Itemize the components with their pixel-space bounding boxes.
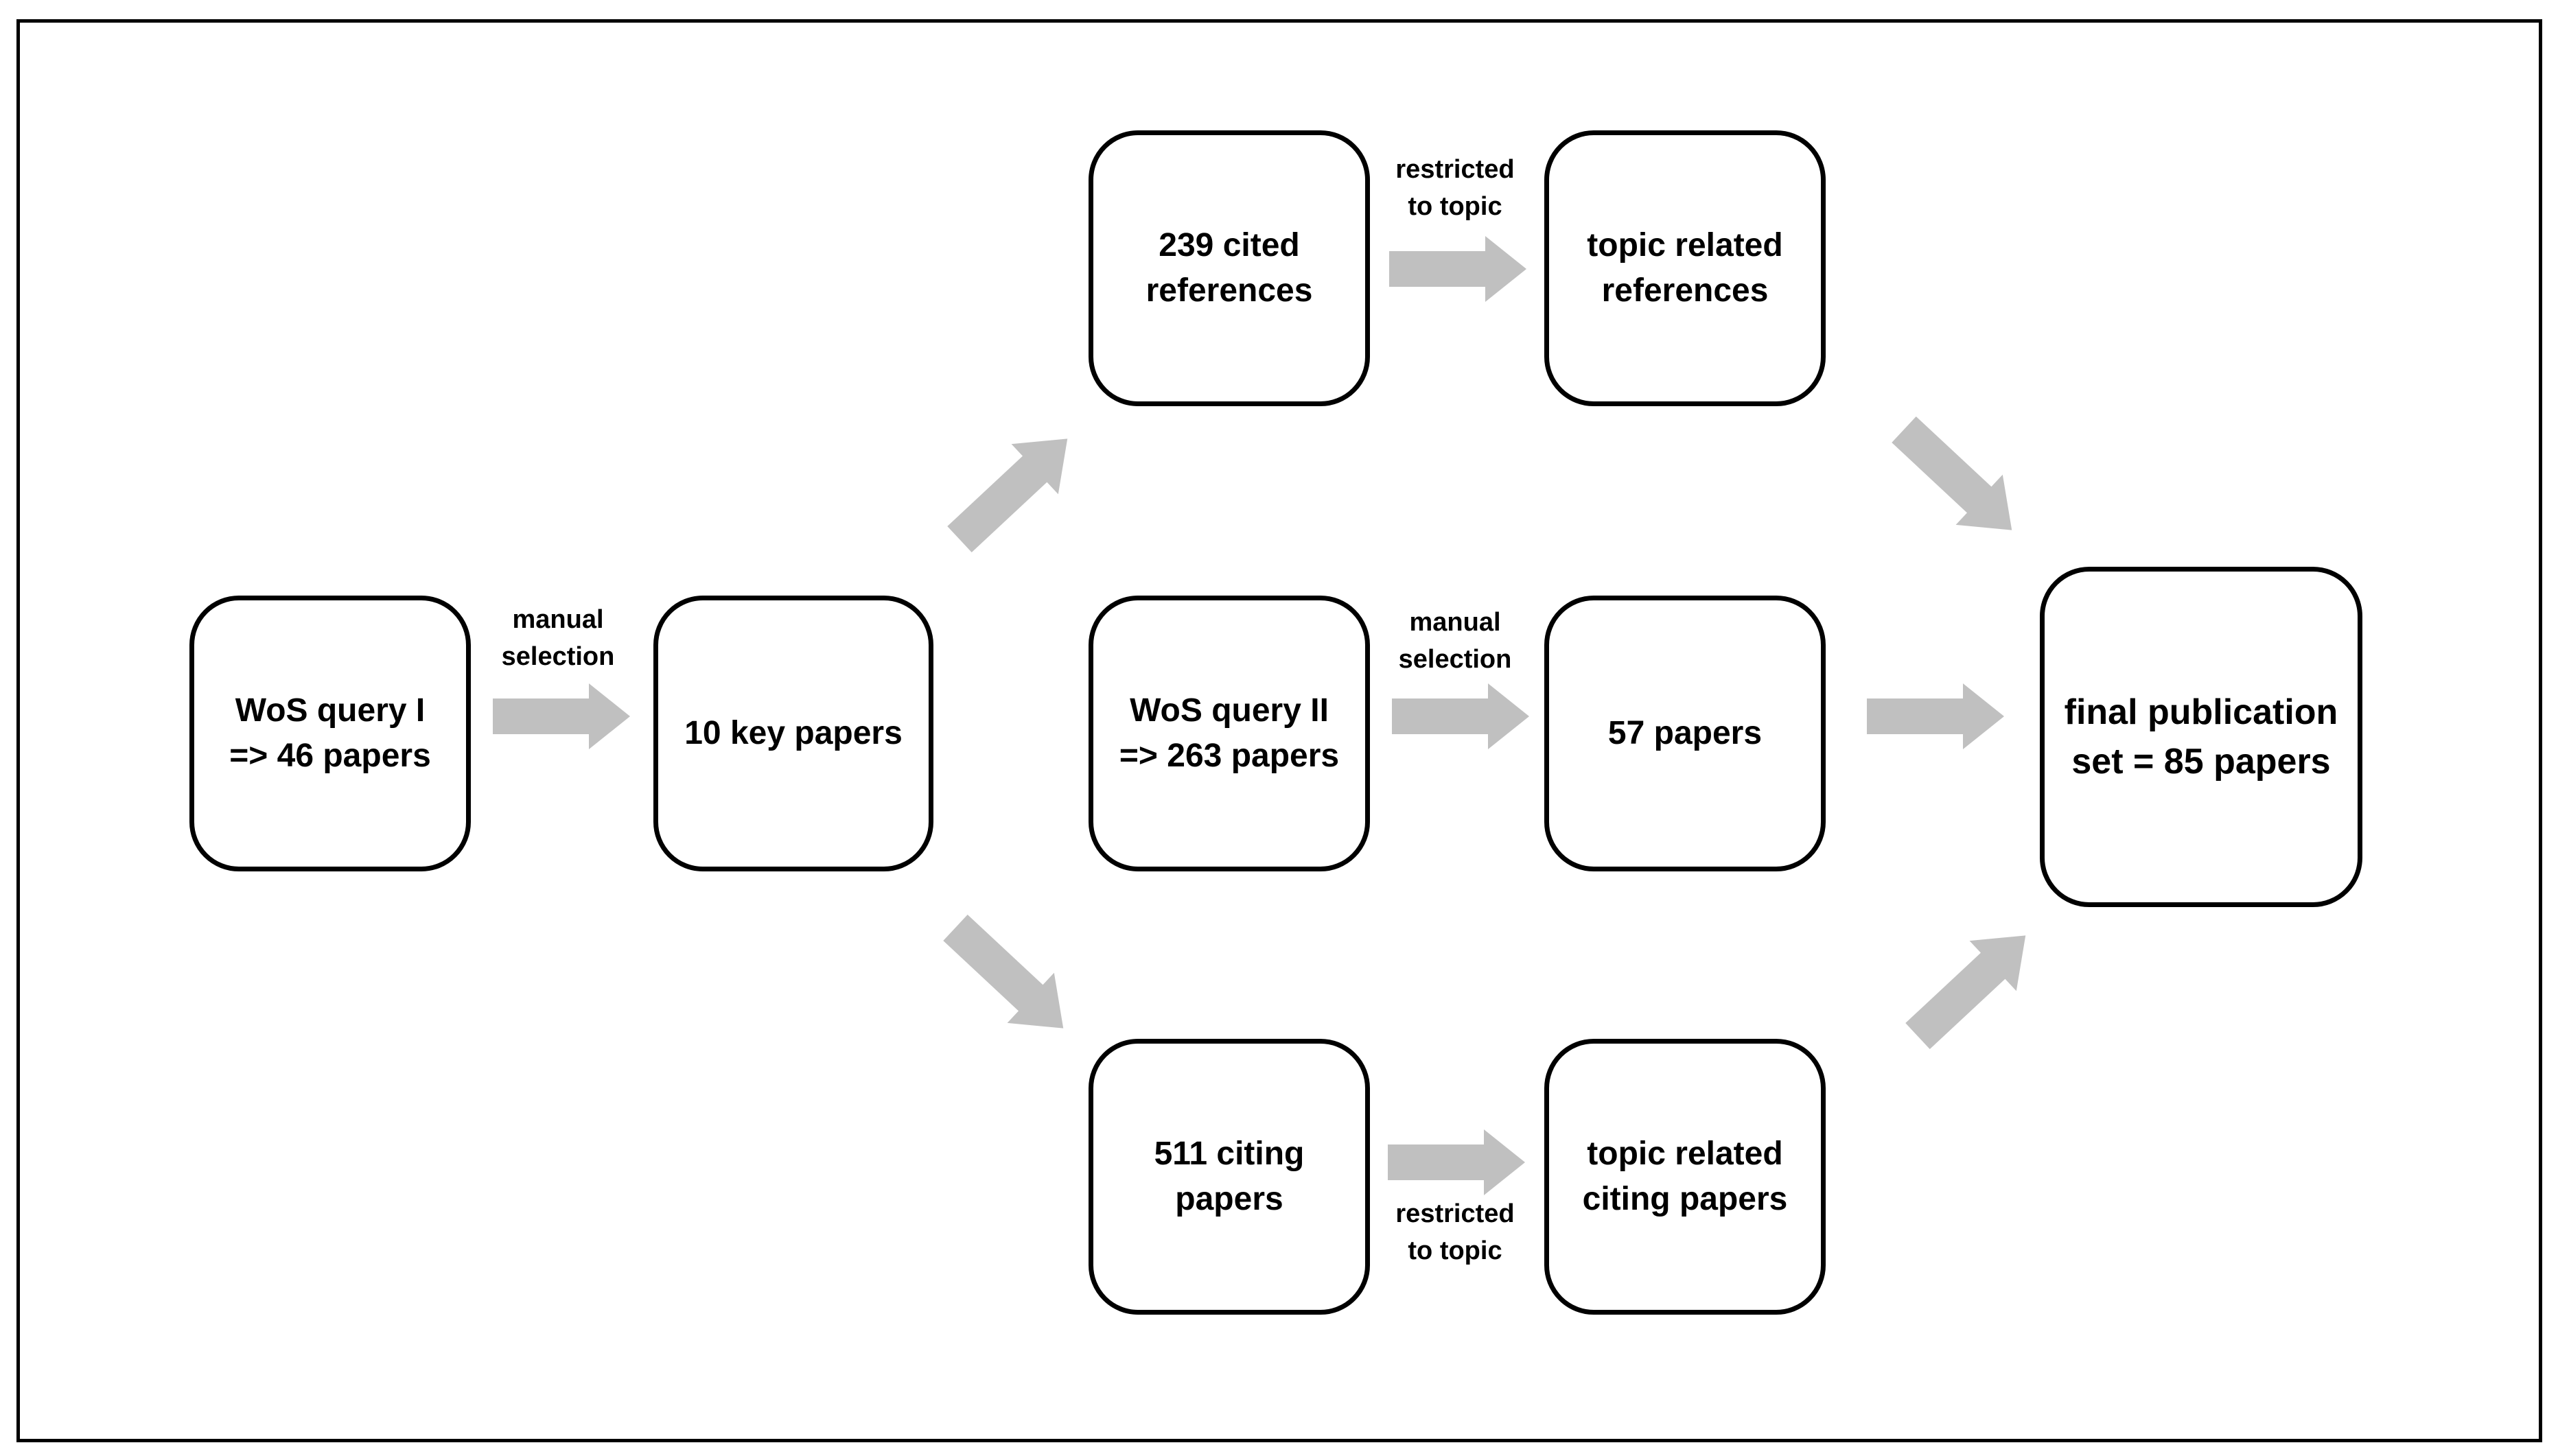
node-wos-query-2-label: WoS query II => 263 papers xyxy=(1119,692,1340,774)
arrow-topic-refs-to-final xyxy=(1892,416,2012,530)
node-topic-related-references-label: topic related references xyxy=(1587,227,1783,309)
node-cited-references-label: 239 cited references xyxy=(1146,227,1313,309)
node-citing-papers: 511 citing papers xyxy=(1089,1039,1370,1315)
arrow-wos1-to-key xyxy=(493,683,630,749)
arrow-key-to-citing xyxy=(943,914,1064,1029)
edge-label-restricted-bottom: restricted to topic xyxy=(1395,1199,1515,1265)
arrow-cited-to-topic-refs xyxy=(1389,236,1526,302)
arrow-citing-to-topic-citing xyxy=(1388,1129,1525,1195)
node-final-set: final publication set = 85 papers xyxy=(2040,567,2362,907)
node-topic-related-citing: topic related citing papers xyxy=(1544,1039,1826,1315)
node-57-papers: 57 papers xyxy=(1544,596,1826,871)
arrow-topic-citing-to-final xyxy=(1905,935,2026,1050)
arrow-key-to-cited xyxy=(947,438,1068,553)
node-wos-query-2: WoS query II => 263 papers xyxy=(1089,596,1370,871)
edge-label-manual-selection-2: manual selection xyxy=(1398,608,1512,674)
node-57-papers-label: 57 papers xyxy=(1607,715,1763,751)
node-key-papers: 10 key papers xyxy=(653,596,933,871)
node-topic-related-references: topic related references xyxy=(1544,130,1826,406)
edge-label-restricted-top: restricted to topic xyxy=(1395,155,1515,221)
node-key-papers-label: 10 key papers xyxy=(684,715,903,751)
node-cited-references: 239 cited references xyxy=(1089,130,1370,406)
node-wos-query-1: WoS query I => 46 papers xyxy=(189,596,471,871)
node-wos-query-1-label: WoS query I => 46 papers xyxy=(229,692,431,774)
arrow-wos2-to-57 xyxy=(1392,683,1529,749)
diagram-frame xyxy=(16,19,2542,1442)
arrow-57-to-final xyxy=(1867,683,2004,749)
node-citing-papers-label: 511 citing papers xyxy=(1154,1136,1305,1217)
node-topic-related-citing-label: topic related citing papers xyxy=(1582,1136,1788,1217)
edge-label-manual-selection-1: manual selection xyxy=(501,605,615,671)
node-final-set-label: final publication set = 85 papers xyxy=(2064,692,2338,782)
